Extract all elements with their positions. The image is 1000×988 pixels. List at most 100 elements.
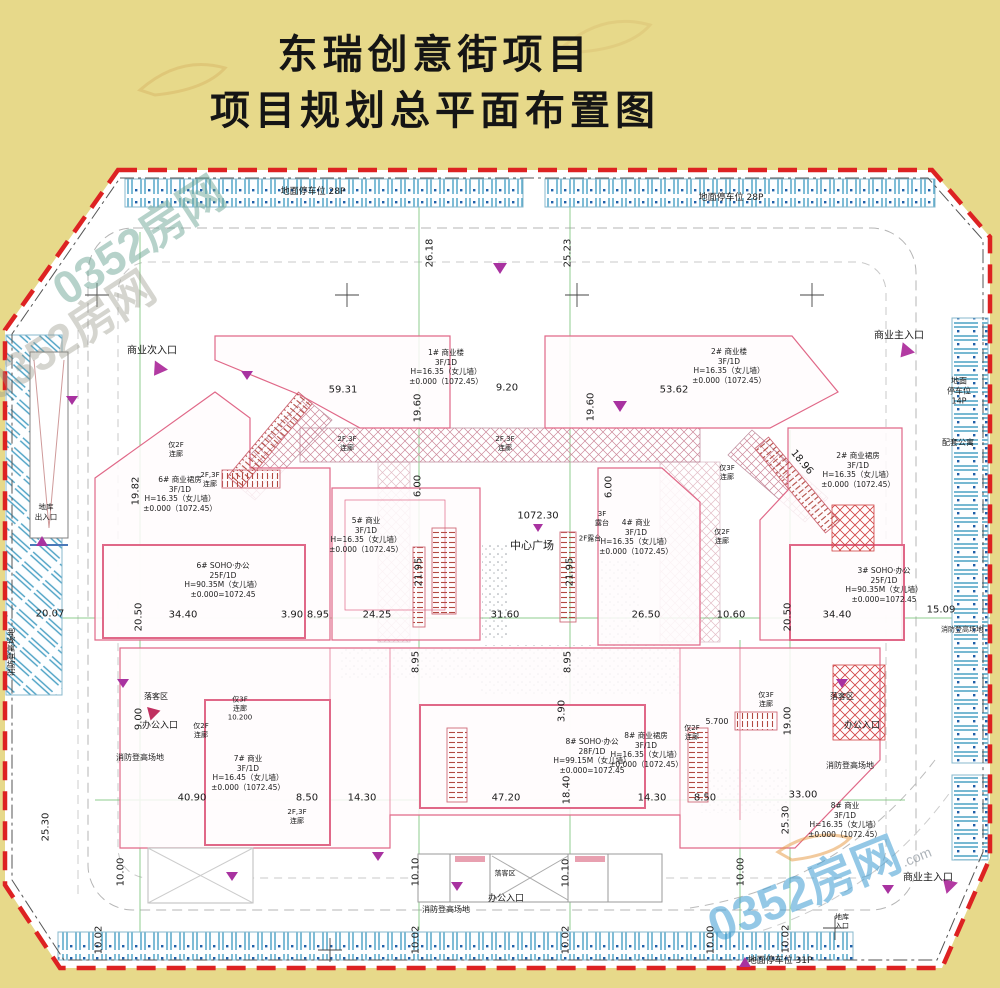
plan-label: 3F 露台	[595, 510, 609, 527]
plan-label: 办公入口	[141, 721, 179, 732]
plan-label: 10.00	[735, 857, 747, 887]
plan-label: 地库 入口	[835, 913, 849, 930]
plan-label: 6# SOHO·办公 25F/1D H=90.35M（女儿墙） ±0.000=1…	[184, 560, 262, 599]
plan-label: 落客区	[144, 691, 168, 701]
plan-label: 40.90	[177, 792, 207, 804]
page-title-line2: 项目规划总平面布置图	[210, 89, 660, 133]
plan-label: 3.90	[556, 699, 568, 723]
plan-label: 21.95	[413, 557, 425, 587]
plan-label: 办公入口	[843, 721, 881, 732]
plan-label: 2# 商业楼 3F/1D H=16.35（女儿墙） ±0.000（1072.45…	[692, 346, 766, 385]
plan-label: 地面停车位 28P	[698, 193, 764, 204]
parking-strips	[5, 178, 989, 961]
plan-label: 34.40	[168, 609, 198, 621]
plan-label: 办公入口	[487, 894, 525, 905]
plan-label: 5# 商业 3F/1D H=16.35（女儿墙） ±0.000（1072.45）	[329, 515, 403, 554]
plan-label: 10.02	[93, 925, 105, 955]
plan-label: 地库 出入口	[34, 502, 58, 521]
plan-label: 10.00	[115, 857, 127, 887]
plan-label: 19.82	[130, 476, 142, 506]
plan-label: 10.10	[410, 857, 422, 887]
plan-label: 1# 商业楼 3F/1D H=16.35（女儿墙） ±0.000（1072.45…	[409, 347, 483, 386]
plan-label: 2F,3F 连廊	[337, 435, 357, 452]
plan-label: 仅2F 连廊	[168, 441, 184, 458]
plan-label: 9.00	[133, 707, 145, 731]
building-1-retail	[214, 335, 451, 429]
plan-label: 仅2F 连廊	[714, 528, 730, 545]
plan-label: 34.40	[822, 609, 852, 621]
plan-label: 地面停车位 31P	[747, 956, 813, 967]
plan-label: 33.00	[788, 789, 818, 801]
plan-label: 10.02	[780, 924, 792, 954]
parking-strip-top-left	[124, 178, 524, 208]
plan-label: 20.50	[133, 602, 145, 632]
plan-label: 26.18	[424, 238, 436, 268]
survey-markers	[85, 283, 847, 962]
plan-label: 地面停车位 28P	[280, 187, 346, 198]
plan-label: 8.95	[306, 609, 330, 621]
plan-label: 仅3F 连廊	[758, 691, 774, 708]
plan-label: 25.30	[780, 805, 792, 835]
plan-label: 消防登高场地	[941, 625, 983, 634]
plan-label: 18.40	[561, 775, 573, 805]
plan-label: 14.30	[347, 792, 377, 804]
plan-label: 10.02	[560, 925, 572, 955]
plan-label: 中心广场	[510, 538, 554, 552]
parking-strip-right-lower	[951, 774, 989, 861]
plan-label: 5.700	[705, 716, 729, 726]
plan-label: 消防登高场地	[422, 904, 470, 914]
plan-label: 59.31	[328, 384, 358, 396]
plan-label: 8.95	[562, 650, 574, 674]
plan-label: 配套公寓	[942, 437, 974, 447]
plan-label: 3.90	[280, 609, 304, 621]
plan-label: 商业次入口	[127, 345, 177, 357]
plan-label: 地面 停车位 14P	[947, 376, 971, 407]
plan-label: 10.60	[716, 609, 746, 621]
hatch-patches	[831, 504, 886, 741]
parking-strip-bottom	[57, 931, 854, 961]
plan-label: 10.00	[705, 925, 717, 955]
plan-label: 仅2F 连廊	[684, 724, 700, 741]
plan-label: 21.95	[564, 557, 576, 587]
plan-label: 7# 商业 3F/1D H=16.45（女儿墙） ±0.000（1072.45）	[211, 753, 285, 792]
plan-label: 20.50	[782, 602, 794, 632]
parking-strip-top-right	[544, 178, 936, 208]
plan-label: 8.50	[693, 792, 717, 804]
plan-label: 24.25	[362, 609, 392, 621]
plan-label: 19.60	[585, 392, 597, 422]
plan-label: 53.62	[659, 384, 689, 396]
plan-label: 消防登高场地	[6, 628, 16, 676]
plan-label: 1072.30	[517, 510, 559, 522]
plan-label: 仅2F 连廊	[193, 722, 209, 739]
plan-label: 2F,3F 连廊	[495, 435, 515, 452]
plan-label: 6# 商业裙房 3F/1D H=16.35（女儿墙） ±0.000（1072.4…	[143, 474, 217, 513]
plan-label: 14.30	[637, 792, 667, 804]
watermark-car-icons	[137, 19, 853, 862]
escalators	[221, 391, 840, 803]
plan-label: 3# SOHO·办公 25F/1D H=90.35M（女儿墙） ±0.000=1…	[845, 565, 923, 604]
plan-label: 商业主入口	[903, 872, 953, 884]
plan-label: 6.00	[603, 475, 615, 499]
plan-label: 消防登高场地	[116, 752, 164, 762]
entrance-markers	[36, 263, 958, 967]
plan-label: 8.50	[295, 792, 319, 804]
plan-label: 25.23	[562, 238, 574, 268]
plan-label: 消防登高场地	[826, 760, 874, 770]
plan-label: 2F露台	[578, 534, 602, 543]
plan-label: 47.20	[491, 792, 521, 804]
building-3-soho-tower	[789, 544, 905, 641]
page-title-line1: 东瑞创意街项目	[277, 33, 593, 77]
plan-label: 9.20	[495, 382, 519, 394]
plan-label: 31.60	[490, 609, 520, 621]
parking-strip-right	[951, 317, 989, 764]
plan-label: 15.09	[926, 604, 956, 616]
plan-label: 4# 商业 3F/1D H=16.35（女儿墙） ±0.000（1072.45）	[599, 517, 673, 556]
plan-label: 20.07	[35, 608, 65, 620]
plan-label: 落客区	[494, 869, 516, 878]
plan-label: 2F,3F 连廊	[287, 808, 307, 825]
building-6-soho-tower	[102, 544, 306, 639]
plan-label: 19.00	[782, 706, 794, 736]
plan-label: 26.50	[631, 609, 661, 621]
